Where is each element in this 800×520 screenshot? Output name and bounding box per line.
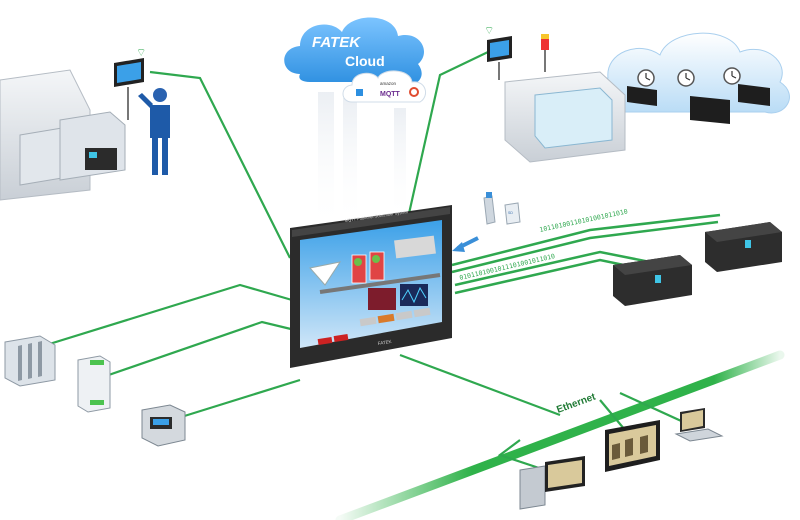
google-cloud-icon: [409, 87, 419, 97]
din-rail-module: [77, 355, 111, 413]
wifi-icon: ⌔: [136, 47, 146, 59]
line-hmi-to-machine-hmi: [406, 51, 489, 219]
storage-media: SD: [452, 192, 521, 252]
cloud-brand-sub: Cloud: [345, 53, 385, 69]
hmi-button-bar: [317, 307, 431, 346]
fatek-cloud: FATEK Cloud amazon MQTT: [284, 17, 427, 103]
panel-controller: [141, 404, 186, 447]
remote-cloud: [590, 32, 790, 124]
badge-amazon: amazon: [380, 81, 397, 86]
line-hmi-to-operator-hmi: [149, 70, 291, 259]
svg-text:SD: SD: [508, 211, 513, 215]
ethernet-label: Ethernet: [555, 391, 598, 415]
hmi-button-pump2: [333, 333, 349, 343]
hmi-button-hold: [395, 310, 413, 321]
plc-unit-back: [705, 222, 782, 272]
remote-monitors: [627, 84, 770, 124]
hmi-button-start: [377, 313, 395, 324]
hmi-button-seal: [359, 316, 377, 327]
operator-person: [138, 88, 170, 175]
ethernet-pc: [519, 456, 585, 510]
line-ethernet-to-pc: [497, 439, 546, 472]
signal-tower: [541, 38, 549, 50]
ethernet-panel-pc: [605, 420, 660, 472]
line-hmi-to-ethernet: [399, 353, 561, 417]
connection-lines: [29, 51, 691, 472]
machine-hmi: ⌔: [484, 25, 512, 80]
central-hmi: MQTT Publisher/Subscriber System FATEK: [290, 205, 452, 368]
wifi-icon: ⌔: [484, 25, 494, 37]
hmi-button-molt: [413, 307, 431, 318]
usb-icon: [483, 195, 496, 225]
windows-icon: [356, 89, 363, 96]
packaging-machine: [504, 34, 626, 163]
factory-machine: [0, 69, 126, 201]
operator-hmi: ⌔: [114, 47, 146, 120]
io-module-rack: [4, 335, 56, 387]
line-hmi-to-din-module: [99, 320, 296, 380]
line-ethernet-to-laptop: [619, 391, 691, 427]
plc-unit-front: [613, 255, 692, 306]
machine-controller: [85, 148, 117, 170]
line-hmi-to-io-module: [29, 283, 293, 352]
sd-card-icon: [504, 202, 521, 225]
cloud-brand: FATEK: [312, 34, 361, 51]
badge-mqtt: MQTT: [380, 91, 401, 98]
cloud-beams: [318, 92, 406, 232]
line-ethernet-to-panel: [599, 399, 626, 431]
hmi-brand: FATEK: [377, 339, 392, 346]
line-hmi-to-controller: [177, 378, 301, 420]
ethernet-backbone: [335, 350, 785, 520]
ethernet-laptop: [674, 408, 724, 442]
clock-icon: [637, 67, 741, 87]
binary-stream-upper: 10110100110101001011010: [539, 207, 629, 234]
hmi-button-pump1: [317, 336, 333, 346]
